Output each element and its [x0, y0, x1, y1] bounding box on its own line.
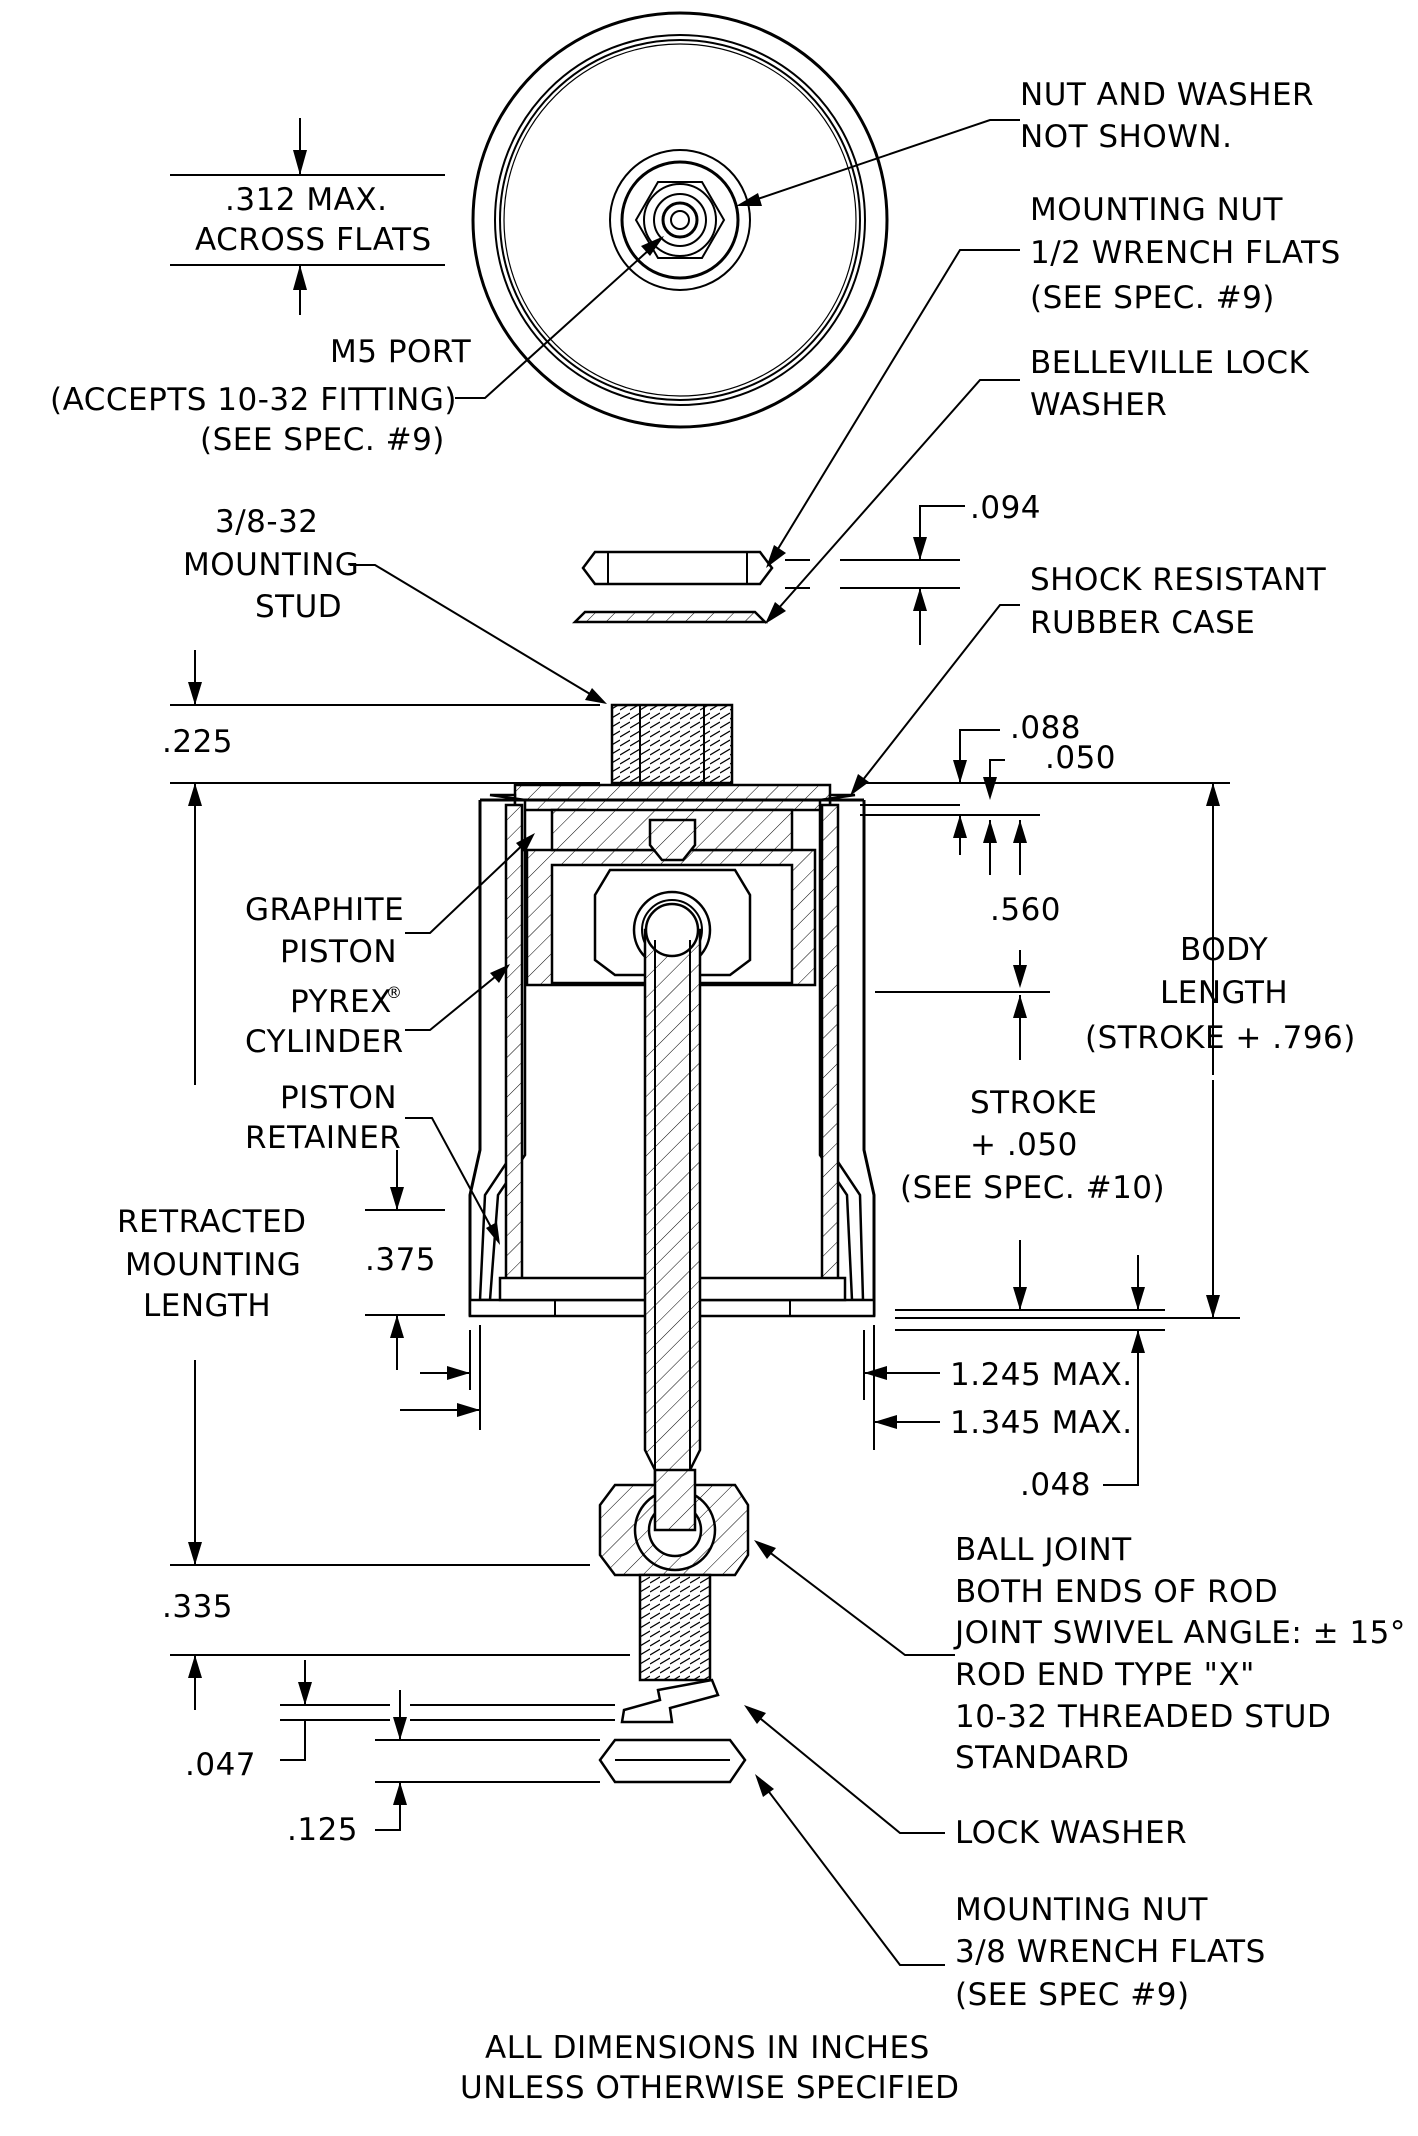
- graphite-line2: PISTON: [280, 934, 397, 970]
- mount-nut-top-line3: (SEE SPEC. #9): [1030, 280, 1275, 316]
- port-line3: (SEE SPEC. #9): [200, 422, 445, 458]
- dim-088: .088: [1010, 710, 1081, 746]
- dim-1345: 1.345 MAX.: [950, 1405, 1133, 1441]
- dim-125: .125: [287, 1812, 358, 1848]
- port-line2: (ACCEPTS 10-32 FITTING): [50, 382, 457, 418]
- ball-joint-line3: JOINT SWIVEL ANGLE: ± 15°: [953, 1615, 1406, 1651]
- dim-335: .335: [162, 1589, 233, 1625]
- top-view-annotations: NUT AND WASHER NOT SHOWN. .312 MAX. ACRO…: [50, 77, 1314, 458]
- stud-line2: MOUNTING: [183, 547, 359, 583]
- dim-560: .560: [990, 892, 1061, 928]
- mount-nut-bottom-line1: MOUNTING NUT: [955, 1892, 1209, 1928]
- belleville-line1: BELLEVILLE LOCK: [1030, 345, 1310, 381]
- stroke-line3: (SEE SPEC. #10): [900, 1170, 1165, 1206]
- stroke-line1: STROKE: [970, 1085, 1097, 1121]
- dim-050: .050: [1045, 740, 1116, 776]
- dim-048: .048: [1020, 1467, 1091, 1503]
- mount-nut-top-line1: MOUNTING NUT: [1030, 192, 1284, 228]
- rubber-case-line1: SHOCK RESISTANT: [1030, 562, 1327, 598]
- stud-line3: STUD: [255, 589, 342, 625]
- left-annotations: 3/8-32 MOUNTING STUD .225 GRAPHITE PISTO…: [117, 504, 630, 1848]
- dim-094: .094: [970, 490, 1041, 526]
- top-mounting-nut: [571, 550, 774, 624]
- nut-washer-line1: NUT AND WASHER: [1020, 77, 1314, 113]
- pyrex-line1: PYREX: [290, 984, 392, 1020]
- retracted-line2: MOUNTING: [125, 1247, 301, 1283]
- body-length-line1: BODY: [1180, 932, 1268, 968]
- dim-1245: 1.245 MAX.: [950, 1357, 1133, 1393]
- dim-047: .047: [185, 1747, 256, 1783]
- retainer-line1: PISTON: [280, 1080, 397, 1116]
- rubber-case-line2: RUBBER CASE: [1030, 605, 1255, 641]
- body-length-line3: (STROKE + .796): [1085, 1020, 1356, 1056]
- mount-nut-top-line2: 1/2 WRENCH FLATS: [1030, 235, 1341, 271]
- right-annotations: SHOCK RESISTANT RUBBER CASE .088 .050 .5…: [744, 562, 1406, 2013]
- dim-375: .375: [365, 1242, 436, 1278]
- stud-line1: 3/8-32: [215, 504, 319, 540]
- across-flats-line2: ACROSS FLATS: [195, 222, 432, 258]
- mount-nut-bottom-line3: (SEE SPEC #9): [955, 1977, 1190, 2013]
- graphite-line1: GRAPHITE: [245, 892, 404, 928]
- pyrex-line2: CYLINDER: [245, 1024, 404, 1060]
- ball-joint-line1: BALL JOINT: [955, 1532, 1132, 1568]
- ball-joint-line6: STANDARD: [955, 1740, 1130, 1776]
- ball-joint-line2: BOTH ENDS OF ROD: [955, 1574, 1278, 1610]
- belleville-line2: WASHER: [1030, 387, 1167, 423]
- ball-joint-line4: ROD END TYPE "X": [955, 1657, 1255, 1693]
- lock-washer-label: LOCK WASHER: [955, 1815, 1187, 1851]
- pyrex-registered-mark: ®: [386, 983, 403, 1002]
- nut-washer-line2: NOT SHOWN.: [1020, 119, 1232, 155]
- top-view: [471, 11, 889, 429]
- top-nut-leaders: MOUNTING NUT 1/2 WRENCH FLATS (SEE SPEC.…: [765, 192, 1341, 645]
- retracted-line3: LENGTH: [143, 1288, 271, 1324]
- across-flats-line1: .312 MAX.: [225, 182, 387, 218]
- footer-line2: UNLESS OTHERWISE SPECIFIED: [460, 2070, 960, 2106]
- dim-225: .225: [162, 724, 233, 760]
- port-line1: M5 PORT: [330, 334, 472, 370]
- ball-joint-line5: 10-32 THREADED STUD: [955, 1699, 1331, 1735]
- footer-line1: ALL DIMENSIONS IN INCHES: [485, 2030, 930, 2066]
- stroke-line2: + .050: [970, 1127, 1078, 1163]
- mount-nut-bottom-line2: 3/8 WRENCH FLATS: [955, 1934, 1266, 1970]
- body-length-line2: LENGTH: [1160, 975, 1288, 1011]
- main-section: [468, 703, 876, 1784]
- retainer-line2: RETAINER: [245, 1120, 401, 1156]
- retracted-line1: RETRACTED: [117, 1204, 307, 1240]
